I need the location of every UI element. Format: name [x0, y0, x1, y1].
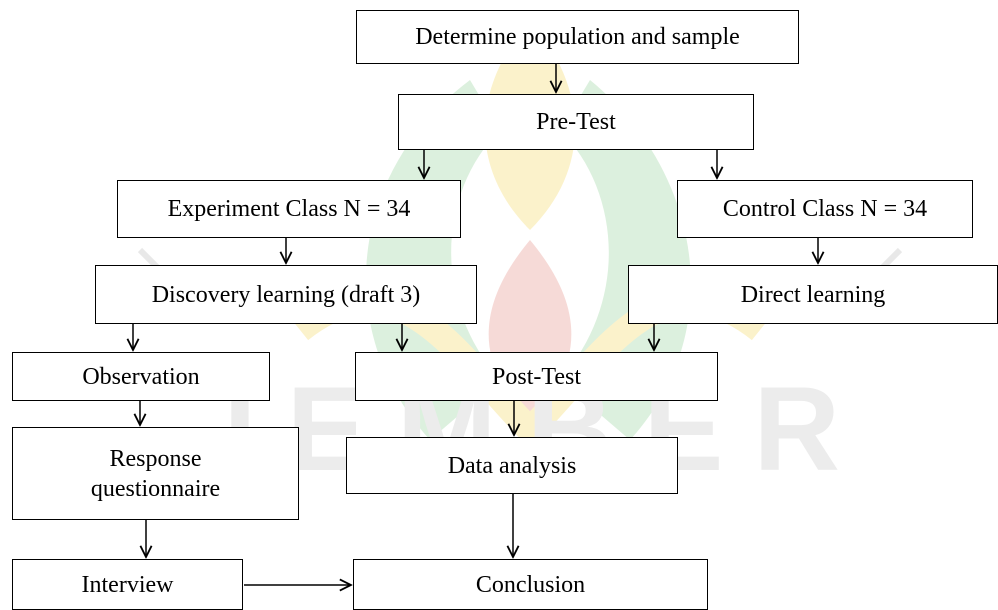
node-control-class-label: Control Class N = 34 — [722, 196, 928, 222]
node-response-questionnaire-label: Response questionnaire — [90, 445, 221, 502]
node-observation: Observation — [12, 352, 270, 401]
node-observation-label: Observation — [82, 363, 200, 390]
node-response-questionnaire: Response questionnaire — [12, 427, 299, 520]
node-determine-population: Determine population and sample — [356, 10, 799, 64]
node-conclusion: Conclusion — [353, 559, 708, 610]
node-direct-learning: Direct learning — [628, 265, 998, 324]
node-experiment-class-label: Experiment Class N = 34 — [167, 196, 411, 222]
node-control-class: Control Class N = 34 — [677, 180, 973, 238]
node-conclusion-label: Conclusion — [475, 571, 586, 598]
node-determine-population-label: Determine population and sample — [415, 24, 740, 50]
node-interview: Interview — [12, 559, 243, 610]
node-discovery-learning: Discovery learning (draft 3) — [95, 265, 477, 324]
node-direct-learning-label: Direct learning — [740, 281, 886, 308]
node-post-test: Post-Test — [355, 352, 718, 401]
node-data-analysis: Data analysis — [346, 437, 678, 494]
node-experiment-class: Experiment Class N = 34 — [117, 180, 461, 238]
node-pre-test: Pre-Test — [398, 94, 754, 150]
node-data-analysis-label: Data analysis — [447, 452, 577, 479]
node-interview-label: Interview — [81, 571, 174, 598]
node-discovery-learning-label: Discovery learning (draft 3) — [151, 281, 421, 308]
node-pre-test-label: Pre-Test — [536, 109, 616, 135]
node-post-test-label: Post-Test — [492, 363, 581, 390]
